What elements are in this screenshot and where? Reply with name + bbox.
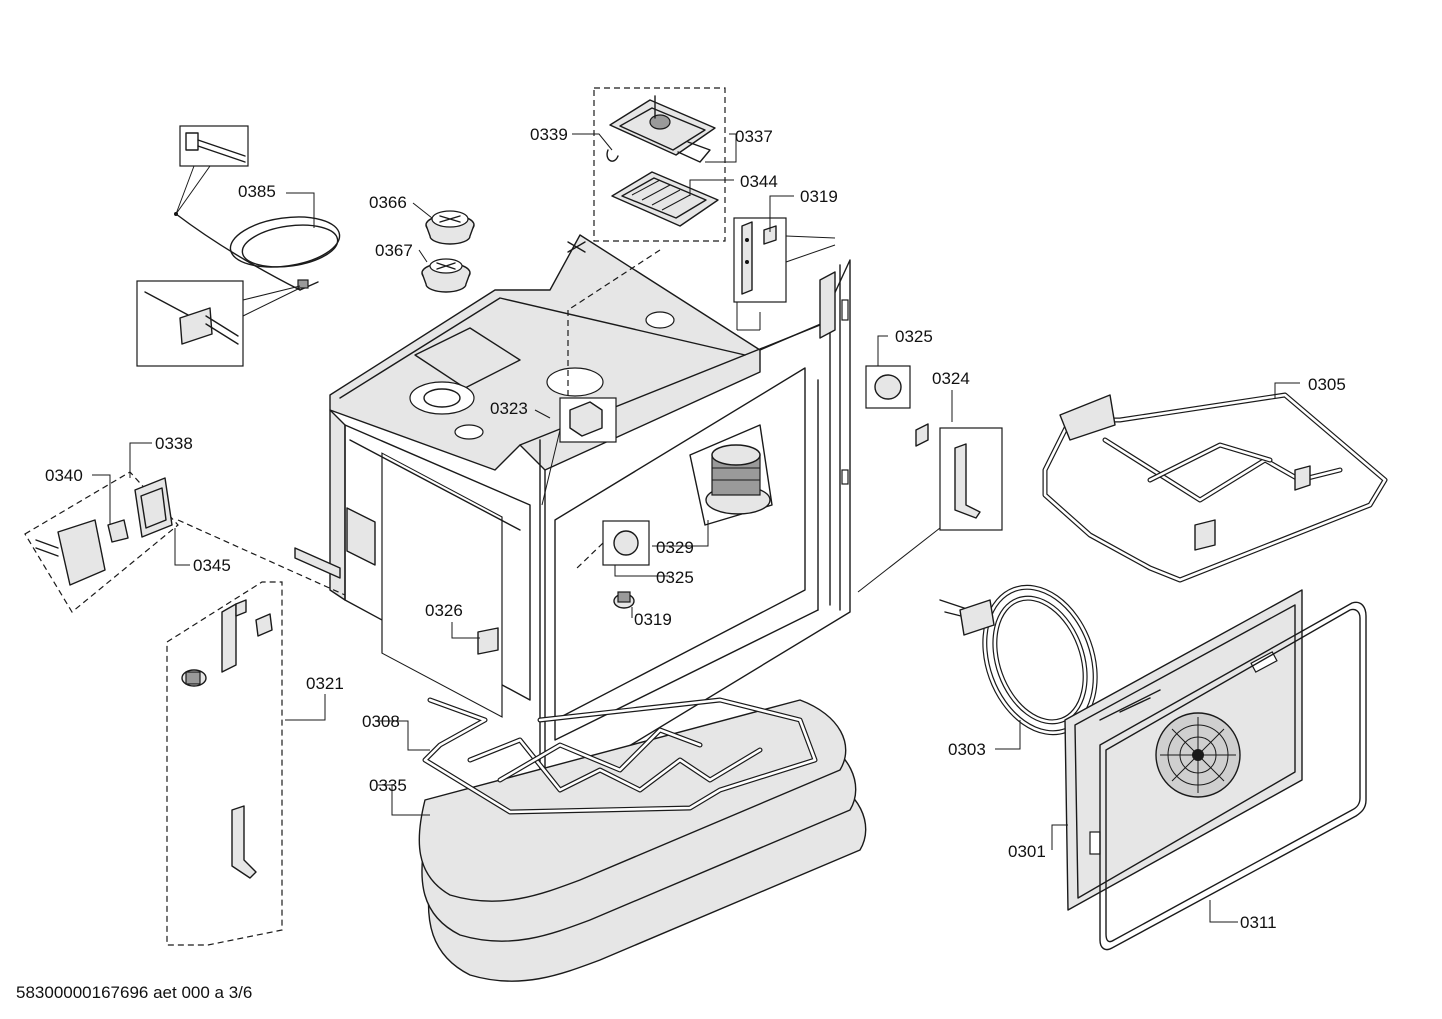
label-0329[interactable]: 0329 xyxy=(656,538,694,557)
part-0308-bottom-heating-element[interactable] xyxy=(422,697,818,815)
part-0303-ring-heating-element[interactable] xyxy=(939,572,1115,749)
part-labels: 0385 0366 0367 0339 0337 0344 0319 0325 … xyxy=(45,125,1346,932)
label-0385[interactable]: 0385 xyxy=(238,182,276,201)
part-0319-bracket-group[interactable] xyxy=(733,217,836,303)
part-0366-cap[interactable] xyxy=(425,210,475,245)
part-0367-cap[interactable] xyxy=(421,258,471,293)
part-0319-lamp-socket[interactable] xyxy=(613,591,635,609)
part-0385-temperature-sensor[interactable] xyxy=(136,125,343,367)
label-0366[interactable]: 0366 xyxy=(369,193,407,212)
label-0339[interactable]: 0339 xyxy=(530,125,568,144)
label-0303[interactable]: 0303 xyxy=(948,740,986,759)
label-0321[interactable]: 0321 xyxy=(306,674,344,693)
label-0337[interactable]: 0337 xyxy=(735,127,773,146)
label-0326[interactable]: 0326 xyxy=(425,601,463,620)
label-0325-mid[interactable]: 0325 xyxy=(656,568,694,587)
footer-document-code: 58300000167696 aet 000 a 3/6 xyxy=(16,983,252,1002)
label-0324[interactable]: 0324 xyxy=(932,369,970,388)
part-0321-mounting-kit[interactable] xyxy=(166,581,283,946)
label-0305[interactable]: 0305 xyxy=(1308,375,1346,394)
part-0335-insulation-mat[interactable] xyxy=(418,699,867,982)
part-0301-rear-panel[interactable] xyxy=(1064,589,1303,911)
label-0344[interactable]: 0344 xyxy=(740,172,778,191)
label-0340[interactable]: 0340 xyxy=(45,466,83,485)
label-0367[interactable]: 0367 xyxy=(375,241,413,260)
part-0325-lamp-cover[interactable] xyxy=(574,520,650,571)
label-0325-right[interactable]: 0325 xyxy=(895,327,933,346)
part-0338-switch-group[interactable] xyxy=(24,471,346,613)
part-0305-top-heating-element[interactable] xyxy=(1042,392,1388,583)
label-0319-mid[interactable]: 0319 xyxy=(634,610,672,629)
label-0311[interactable]: 0311 xyxy=(1240,913,1277,932)
part-0329-fan-motor[interactable] xyxy=(705,444,771,515)
oven-cavity-housing[interactable] xyxy=(294,234,851,801)
label-0335[interactable]: 0335 xyxy=(369,776,407,795)
label-0319-top[interactable]: 0319 xyxy=(800,187,838,206)
part-0337-top-assembly-group[interactable] xyxy=(593,87,726,242)
label-0338[interactable]: 0338 xyxy=(155,434,193,453)
label-0308[interactable]: 0308 xyxy=(362,712,400,731)
label-0301[interactable]: 0301 xyxy=(1008,842,1046,861)
part-0311-door-seal[interactable] xyxy=(1099,601,1367,951)
part-0323-clip[interactable] xyxy=(541,397,617,506)
part-0325-gasket[interactable] xyxy=(865,365,911,409)
part-0324-bracket[interactable] xyxy=(857,423,1003,593)
label-0323[interactable]: 0323 xyxy=(490,399,528,418)
label-0345[interactable]: 0345 xyxy=(193,556,231,575)
leader-lines xyxy=(92,133,1300,923)
